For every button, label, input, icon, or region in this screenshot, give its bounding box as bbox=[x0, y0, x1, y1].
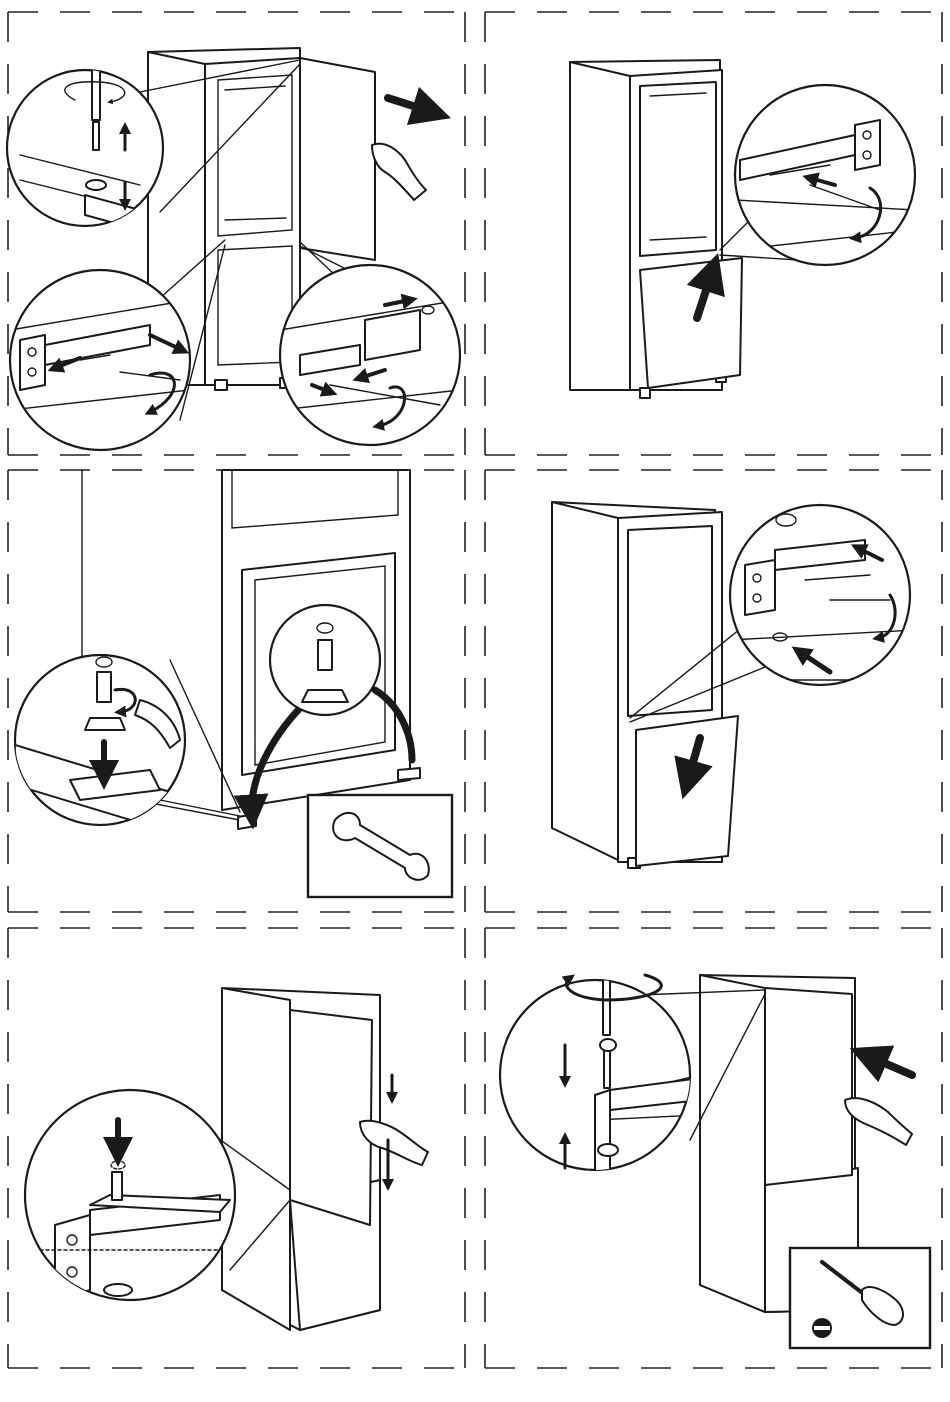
step-1-panel bbox=[7, 48, 460, 450]
step-6-panel bbox=[500, 975, 930, 1348]
screwdriver-icon bbox=[92, 60, 100, 120]
fridge-door bbox=[640, 258, 742, 388]
hinge-bracket-icon bbox=[20, 335, 45, 390]
fridge-door bbox=[300, 58, 375, 260]
fridge-door bbox=[290, 1010, 372, 1225]
step-5-panel bbox=[25, 988, 428, 1330]
screwdriver-icon bbox=[603, 975, 610, 1035]
step-4-panel bbox=[552, 502, 915, 868]
hinge-bracket-icon bbox=[745, 560, 775, 615]
hinge-bracket-icon bbox=[855, 120, 880, 170]
fridge-door bbox=[636, 716, 738, 866]
hinge-pin-icon bbox=[97, 672, 111, 702]
screwdriver-tool-box bbox=[790, 1248, 930, 1348]
hinge-bracket-icon bbox=[365, 310, 420, 360]
step-3-panel bbox=[15, 470, 452, 897]
pull-arrow-icon bbox=[388, 98, 432, 112]
hand-icon bbox=[372, 144, 426, 200]
step-2-panel bbox=[570, 60, 915, 398]
hinge-bracket-icon bbox=[55, 1215, 90, 1300]
hinge-pin-icon bbox=[318, 640, 332, 670]
fridge-door bbox=[765, 988, 852, 1185]
